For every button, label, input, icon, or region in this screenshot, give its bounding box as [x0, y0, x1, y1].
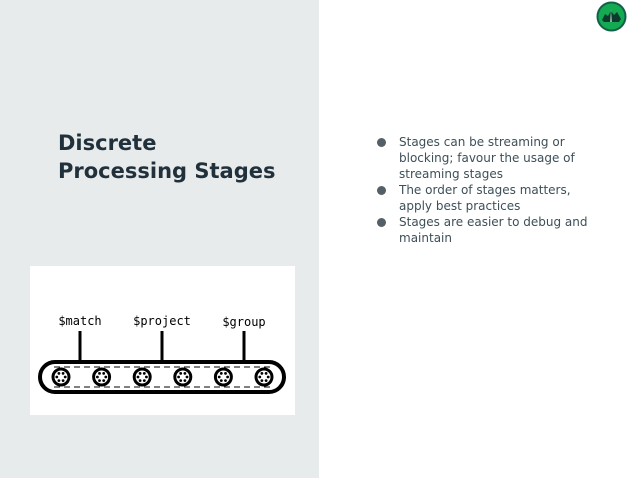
bullet-dot	[377, 186, 386, 195]
bullet-dot	[377, 218, 386, 227]
conveyor-belt	[38, 360, 286, 394]
conveyor-roller	[173, 367, 193, 387]
mongodb-leaf-logo-icon	[595, 0, 628, 33]
bullet-dot	[377, 138, 386, 147]
left-panel: Discrete Processing Stages $match $proje…	[0, 0, 319, 478]
pipeline-conveyor-diagram: $match $project $group	[30, 266, 295, 415]
bullet-text: Stages can be streaming or blocking; fav…	[399, 135, 575, 181]
conveyor-svg: $match $project $group	[38, 314, 286, 394]
bullet-item: The order of stages matters, apply best …	[377, 182, 592, 214]
bullet-list: Stages can be streaming or blocking; fav…	[377, 134, 592, 246]
bullet-text: The order of stages matters, apply best …	[399, 183, 571, 213]
conveyor-roller	[51, 367, 71, 387]
stage-label-project: $project	[133, 314, 191, 328]
stage-label-group: $group	[222, 315, 265, 329]
bullet-text: Stages are easier to debug and maintain	[399, 215, 588, 245]
bullet-item: Stages can be streaming or blocking; fav…	[377, 134, 592, 182]
right-panel	[319, 0, 638, 478]
conveyor-roller	[92, 367, 112, 387]
conveyor-roller	[254, 367, 274, 387]
slide-title: Discrete Processing Stages	[58, 129, 308, 185]
title-line-1: Discrete	[58, 131, 157, 155]
conveyor-roller	[213, 367, 233, 387]
stage-label-match: $match	[58, 314, 101, 328]
bullet-item: Stages are easier to debug and maintain	[377, 214, 592, 246]
conveyor-roller	[132, 367, 152, 387]
title-line-2: Processing Stages	[58, 159, 276, 183]
